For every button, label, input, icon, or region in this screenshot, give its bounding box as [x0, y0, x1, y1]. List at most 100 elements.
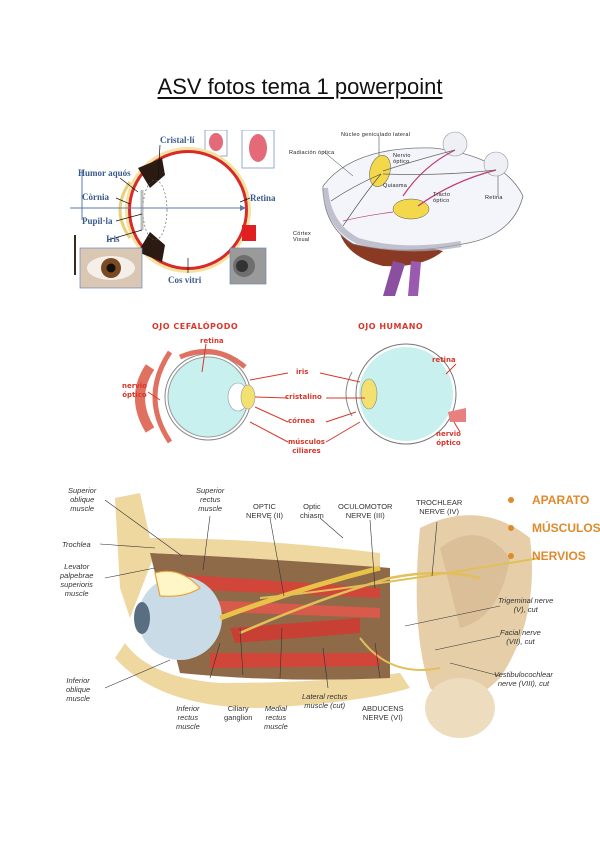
- label-nucleo-geniculado: Núcleo geniculado lateral: [341, 132, 411, 138]
- visual-pathway-illustration: [322, 131, 524, 296]
- bullet-dot-icon: [508, 525, 514, 531]
- label-line: OPTIC: [253, 502, 276, 511]
- label-line: NERVE (VI): [362, 713, 403, 722]
- label-line: nervio: [436, 430, 461, 438]
- label-line: Córtex: [293, 231, 311, 237]
- bullet-item: APARATO: [508, 486, 600, 514]
- label-line: muscle: [198, 504, 223, 513]
- retina-photo-thumbnail: [229, 247, 267, 285]
- label-facial-nerve: Facial nerve(VII), cut: [500, 628, 541, 646]
- label-retina-cefalopodo: retina: [200, 337, 224, 345]
- label-retina: Retina: [250, 193, 276, 203]
- label-line: óptico: [393, 159, 410, 165]
- label-line: NERVE (IV): [419, 507, 460, 516]
- heading-ojo-humano: OJO HUMANO: [358, 322, 424, 331]
- label-line: ciliares: [292, 447, 321, 455]
- label-line: Optic: [303, 502, 321, 511]
- bullet-item: NERVIOS: [508, 542, 600, 570]
- label-line: NERVE (III): [345, 511, 385, 520]
- label-line: palpebrae: [60, 571, 94, 580]
- label-line: muscle (cut): [304, 701, 346, 710]
- label-line: muscle: [176, 722, 200, 731]
- label-line: oblique: [66, 685, 91, 694]
- label-trochlea: Trochlea: [62, 540, 91, 549]
- visual-pathway-figure: Núcleo geniculado lateral Radiación ópti…: [283, 126, 533, 296]
- label-line: nerve (VIII), cut: [497, 679, 550, 688]
- bullet-label: NERVIOS: [532, 549, 586, 563]
- label-line: óptico: [122, 391, 147, 399]
- label-line: ganglion: [224, 713, 253, 722]
- label-line: muscle: [66, 694, 90, 703]
- label-line: Levator: [64, 562, 90, 571]
- label-line: Superior: [68, 486, 97, 495]
- label-line: OCULOMOTOR: [338, 502, 393, 511]
- label-cristalli: Cristal·lí: [160, 135, 195, 145]
- eye-photo-thumbnail: [79, 247, 143, 289]
- label-line: superioris: [60, 580, 93, 589]
- label-cos-vitri: Cos vitri: [168, 275, 202, 285]
- label-cornea: córnea: [288, 417, 315, 425]
- label-line: rectus: [199, 495, 221, 504]
- label-line: Facial nerve: [500, 628, 541, 637]
- eye-section-illustration: [70, 129, 275, 289]
- heading-ojo-cefalopodo: OJO CEFALÓPODO: [152, 322, 239, 331]
- label-cornia: Còrnia: [82, 192, 109, 202]
- label-line: chiasm: [300, 511, 324, 520]
- label-iris: Iris: [106, 234, 120, 244]
- label-line: Inferior: [176, 704, 200, 713]
- label-line: Trigeminal nerve: [498, 596, 554, 605]
- label-radiacion-optica: Radiación óptica: [289, 150, 335, 156]
- label-line: óptico: [433, 198, 450, 204]
- label-line: Tracto: [433, 192, 451, 198]
- label-line: Visual: [293, 237, 310, 243]
- bullet-dot-icon: [508, 497, 514, 503]
- label-quiasma: Quiasma: [383, 183, 408, 189]
- bullet-dot-icon: [508, 553, 514, 559]
- label-cristalino: cristalino: [285, 393, 322, 401]
- label-line: (V), cut: [513, 605, 538, 614]
- label-line: ABDUCENS: [362, 704, 404, 713]
- bullet-label: MÚSCULOS: [532, 521, 600, 535]
- label-line: Vestibulocochlear: [494, 670, 553, 679]
- label-line: Medial: [264, 704, 287, 713]
- label-line: (VII), cut: [506, 637, 535, 646]
- label-line: Nervio: [393, 153, 411, 159]
- label-line: oblique: [70, 495, 95, 504]
- label-line: muscle: [264, 722, 288, 731]
- label-humor-aquos: Humor aquós: [78, 168, 131, 178]
- bullet-list: APARATO MÚSCULOS NERVIOS: [508, 486, 600, 570]
- eye-comparison-illustration: [135, 343, 466, 445]
- label-line: músculos: [288, 438, 325, 446]
- document-title: ASV fotos tema 1 powerpoint: [157, 74, 443, 99]
- label-retina: Retina: [485, 195, 503, 201]
- label-retina-humano: retina: [432, 356, 456, 364]
- label-line: Lateral rectus: [302, 692, 348, 701]
- label-line: muscle: [64, 589, 89, 598]
- label-line: muscle: [70, 504, 95, 513]
- label-line: óptico: [436, 439, 461, 447]
- eye-section-figure: Cristal·lí Humor aquós Còrnia Pupil·la I…: [70, 129, 282, 292]
- label-pupilla: Pupil·la: [82, 216, 113, 226]
- label-line: Inferior: [66, 676, 90, 685]
- label-iris: iris: [296, 368, 309, 376]
- label-line: rectus: [177, 713, 199, 722]
- label-line: Superior: [196, 486, 225, 495]
